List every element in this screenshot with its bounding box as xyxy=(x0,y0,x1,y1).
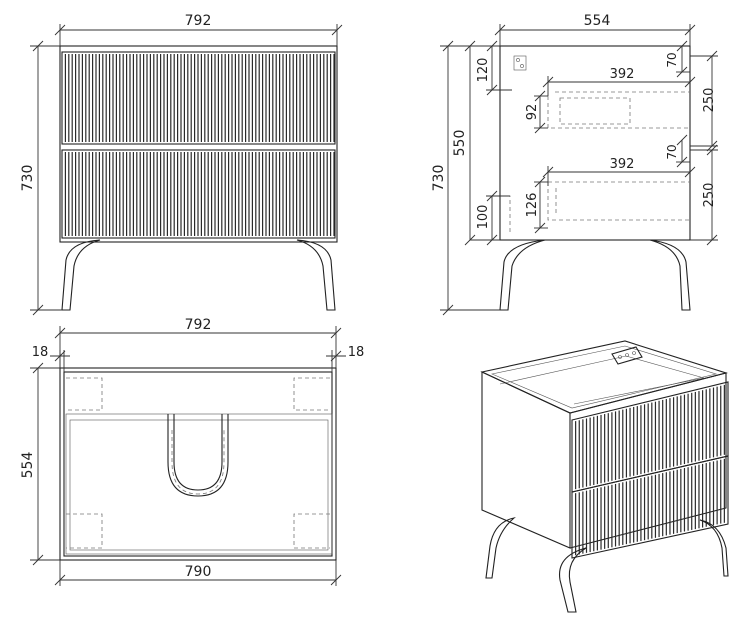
front-height-label: 730 xyxy=(20,165,36,192)
iso-front-left-leg xyxy=(558,547,587,613)
plan-outline xyxy=(59,367,337,561)
plan-panel-left-label: 18 xyxy=(32,345,49,360)
side-bottom-rail-label: 100 xyxy=(476,205,491,230)
front-bottom-drawer-fluting xyxy=(64,152,335,236)
side-hanging-bracket xyxy=(513,55,527,71)
side-top-drawer-length-label: 392 xyxy=(610,67,635,82)
front-left-leg xyxy=(61,239,101,311)
front-carcass xyxy=(59,45,338,243)
side-top-drawer-box xyxy=(547,91,690,129)
plan-drawer-box xyxy=(65,413,333,555)
side-height-label: 730 xyxy=(431,165,447,192)
side-depth-label: 554 xyxy=(584,13,611,29)
side-top-drawer-front-label: 250 xyxy=(702,88,717,113)
side-carcass-height-label: 550 xyxy=(452,130,468,157)
iso-bottom-drawer-fluting xyxy=(575,458,725,556)
front-top-drawer-fluting xyxy=(64,54,335,142)
side-top-drawer-gap-label: 70 xyxy=(665,52,679,67)
iso-bottom-drawer xyxy=(571,455,729,559)
plan-siphon-cutout xyxy=(167,414,229,497)
iso-back-left-leg xyxy=(485,517,516,579)
plan-depth-label: 554 xyxy=(20,452,36,479)
plan-inner-width-label: 790 xyxy=(185,564,212,580)
side-right-leg xyxy=(649,239,691,311)
front-bottom-drawer xyxy=(61,149,336,239)
side-carcass xyxy=(499,45,691,241)
side-top-drawer-height-label: 92 xyxy=(525,104,540,121)
front-view: 792 730 xyxy=(20,13,343,316)
iso-top-frame xyxy=(480,340,728,414)
front-top-drawer xyxy=(61,51,336,145)
plan-panel-right-label: 18 xyxy=(348,345,365,360)
side-top-rail-label: 120 xyxy=(476,58,491,83)
iso-hanging-bracket xyxy=(611,346,643,365)
side-bottom-drawer-gap-label: 70 xyxy=(665,144,679,159)
side-bottom-drawer-length-label: 392 xyxy=(610,157,635,172)
isometric-view xyxy=(480,340,729,613)
front-width-label: 792 xyxy=(185,13,212,29)
side-left-leg xyxy=(499,239,546,311)
front-right-leg xyxy=(296,239,336,311)
iso-top-drawer xyxy=(571,381,729,493)
side-bottom-drawer-front-label: 250 xyxy=(702,183,717,208)
side-bottom-drawer-height-label: 126 xyxy=(525,193,540,218)
plan-width-label: 792 xyxy=(185,317,212,333)
side-bottom-drawer-box xyxy=(547,181,690,221)
iso-front-right-leg xyxy=(699,519,729,577)
iso-top-drawer-fluting xyxy=(575,384,725,490)
side-view: 554 730 550 120 100 392 xyxy=(431,13,718,316)
plan-view: 792 18 18 554 790 xyxy=(20,317,364,586)
iso-side-panel xyxy=(481,371,571,549)
